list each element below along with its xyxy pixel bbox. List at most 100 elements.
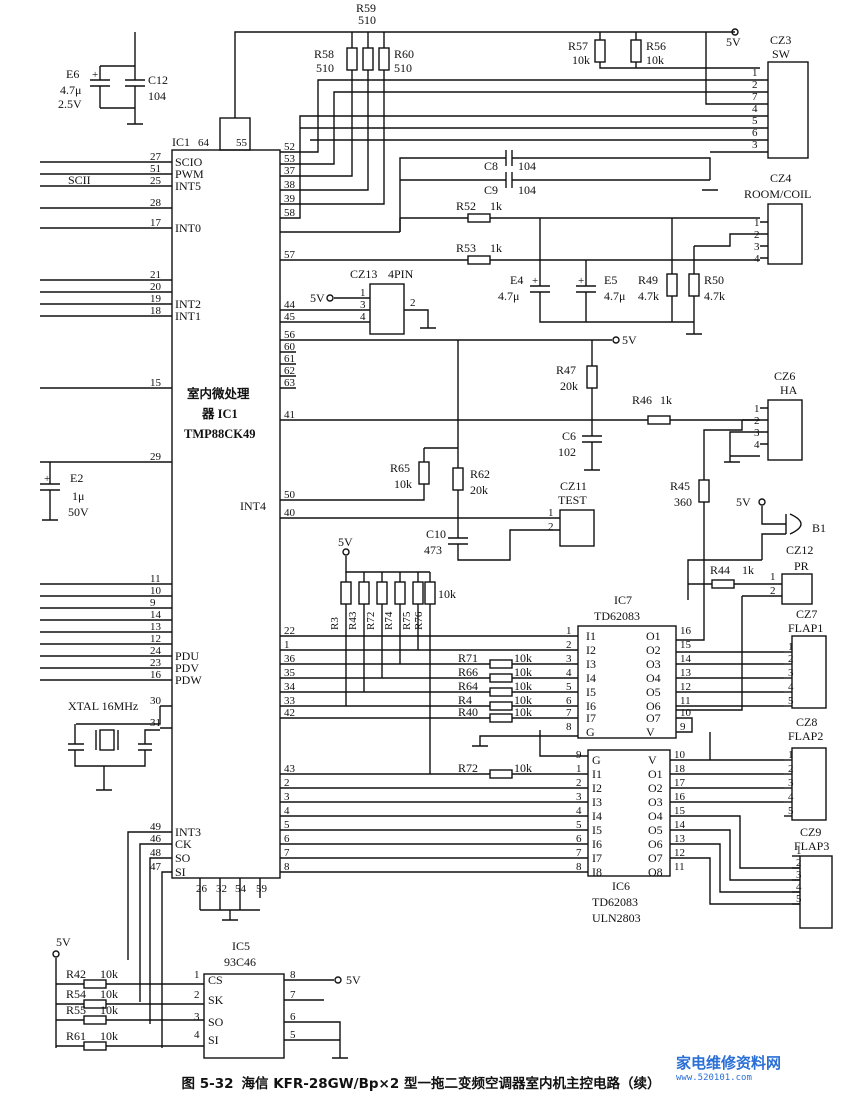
series-res-value: 10k [514,651,532,665]
r60-value: 510 [394,61,412,75]
ic1-pin-10: 10 [150,585,162,597]
r62-value: 20k [470,483,488,497]
scii-label: SCII [68,173,91,187]
pullup-ref: R74 [383,611,395,630]
r58-value: 510 [316,61,334,75]
ic1-pin-21: 21 [150,269,161,281]
ic1-pin-4: 4 [284,805,290,817]
series-resistor [489,673,513,683]
ic5-pin-cs: CS [208,973,223,987]
ic1-pin-3: 3 [284,791,290,803]
ic7-pin: 7 [566,707,572,719]
ic7-pin: 10 [680,707,692,719]
ic1-pin-55: 55 [236,137,248,149]
series-res-ref: R4 [458,693,472,707]
svg-text:4: 4 [752,103,758,115]
ic7-pin: 16 [680,625,692,637]
ic1-pin-name-pwm: PWM [175,167,204,181]
ic1-pin-29: 29 [150,451,162,463]
c6-ref: C6 [562,429,576,443]
ic1-pin-39: 39 [284,193,296,205]
cz13-ref: CZ13 [350,267,377,281]
supply-ic5-vcc: 5V [346,973,361,987]
ic1-pin-11: 11 [150,573,161,585]
ic7-in-i2: I2 [586,643,596,657]
ic1-pin-42: 42 [284,707,295,719]
cz9-pin: 3 [796,869,802,881]
ic6-ref: IC6 [612,879,630,893]
ic5-pin: 2 [194,989,200,1001]
series-res-value: 10k [514,679,532,693]
r60-ref: R60 [394,47,414,61]
ic6-out-v: V [648,753,657,767]
ic1-pin-5: 5 [284,819,290,831]
ic1-mcu: IC1 64 55 室内微处理 器 IC1 TMP88CK49 INT4 26 … [150,31,735,921]
ic6-out-o6: O6 [648,837,663,851]
r44-ref: R44 [710,563,730,577]
ha-circuit: 5V R47 20k C6 102 R46 1k CZ6 HA 1 2 3 4 [280,333,803,480]
cz7-pin: 5 [788,695,794,707]
series-res-value: 10k [514,693,532,707]
ic5-resistor [83,1041,107,1051]
svg-text:1: 1 [752,67,758,79]
svg-text:4: 4 [360,311,366,323]
ic1-pin-14: 14 [150,609,162,621]
c8-c9: C8 104 C9 104 [399,150,718,232]
cz7-pin: 2 [788,653,794,665]
ic6-pin: 15 [674,805,686,817]
test-circuit: R62 20k C10 473 R65 10k 1 2 CZ11 TEST [280,340,595,561]
series-res-value: 10k [514,665,532,679]
ic6-pin: 10 [674,749,686,761]
cz8-pin: 3 [788,777,794,789]
ic1-pin-41: 41 [284,409,295,421]
svg-text:1: 1 [770,571,776,583]
r58-r60-group: R59 510 R58 510 R60 510 [280,1,760,205]
pullup-resistor [340,581,352,605]
ic5-res-ref: R61 [66,1029,86,1043]
ic7-out-v: V [646,725,655,739]
r50-ref: R50 [704,273,724,287]
svg-text:7: 7 [752,91,758,103]
svg-text:1: 1 [548,507,554,519]
cz12-name: PR [794,559,809,573]
r65-value: 10k [394,477,412,491]
svg-text:+: + [532,275,538,287]
ic7-pin: 5 [566,681,572,693]
ic1-pin-12: 12 [150,633,161,645]
cz13-name: 4PIN [388,267,414,281]
ic1-pin-56: 56 [284,329,296,341]
ic1-pin-59: 59 [256,883,268,895]
svg-text:1: 1 [360,287,366,299]
svg-text:+: + [578,275,584,287]
ic1-pin-9: 9 [150,597,156,609]
cz6-ref: CZ6 [774,369,795,383]
ic7-pin: 1 [566,625,572,637]
cz4-ref: CZ4 [770,171,791,185]
ic7-pin: 11 [680,695,691,707]
ic6-in-i8: I8 [592,865,602,879]
ic1-pin-32: 32 [216,883,227,895]
ic5-resistor [83,1015,107,1025]
cz7-pin: 3 [788,667,794,679]
ic1-pin-name-so: SO [175,851,191,865]
r57-ref: R57 [568,39,588,53]
ic5-res-value: 10k [100,1029,118,1043]
svg-text:2: 2 [548,521,554,533]
ic7-in-g: G [586,725,595,739]
ic1-pin-61: 61 [284,353,295,365]
cz3-name: SW [772,47,791,61]
ic1-pin-name-int2: INT2 [175,297,201,311]
cz3-ref: CZ3 [770,33,791,47]
ic7-in-i5: I5 [586,685,596,699]
ic7-pin: 2 [566,639,572,651]
ic1-pin-26: 26 [196,883,208,895]
cz7-name: FLAP1 [788,621,823,635]
svg-text:1: 1 [754,403,760,415]
series-resistor [489,701,513,711]
ic1-pin-36: 36 [284,653,296,665]
ic7-pin: 8 [566,721,572,733]
ic1-pin-63: 63 [284,377,296,389]
svg-text:1: 1 [754,217,760,229]
cz9-name: FLAP3 [794,839,829,853]
